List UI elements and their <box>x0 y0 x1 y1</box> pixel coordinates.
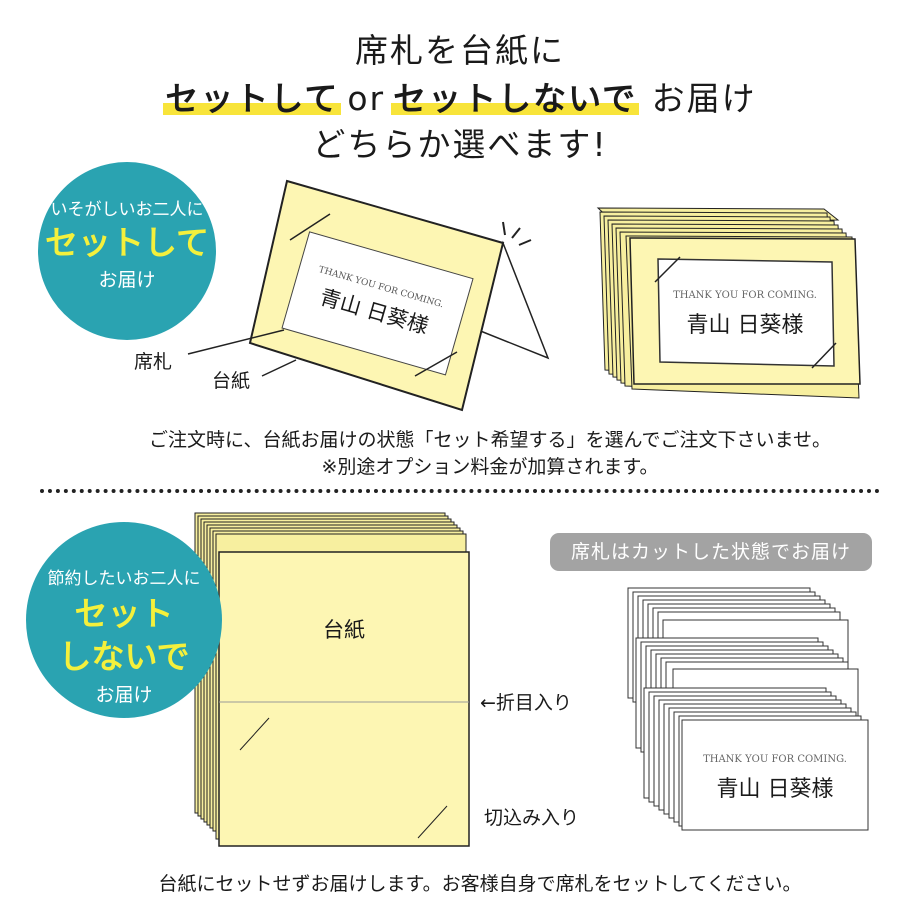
badge-unset-main-1: セット <box>74 594 174 633</box>
option-unset-highlight: セットしないで <box>391 79 640 118</box>
label-place-card: 席札 <box>134 351 173 373</box>
badge-set-top: いそがしいお二人に <box>50 200 204 220</box>
badge-set: いそがしいお二人に セットして お届け <box>38 162 216 340</box>
headline-suffix: お届け <box>651 79 757 118</box>
section-divider <box>40 489 880 493</box>
badge-unset-bottom: お届け <box>95 684 153 707</box>
label-mount: 台紙 <box>212 370 251 392</box>
cut-card-name: 青山 日葵様 <box>717 777 834 802</box>
set-note-line-1: ご注文時に、台紙お届けの状態「セット希望する」を選んでご注文下さいませ。 <box>149 429 831 451</box>
stacked-set-cards: THANK YOU FOR COMING. 青山 日葵様 <box>596 207 861 399</box>
badge-set-main: セットして <box>44 223 209 262</box>
badge-unset: 節約したいお二人に セット しないで お届け <box>26 522 222 718</box>
stack-card-name: 青山 日葵様 <box>687 313 804 338</box>
option-set-highlight: セットして <box>163 79 342 118</box>
badge-unset-top: 節約したいお二人に <box>47 569 201 589</box>
headline-line-1: 席札を台紙に <box>355 31 565 70</box>
set-note-line-2: ※別途オプション料金が加算されます。 <box>321 456 659 478</box>
cut-card-greeting: THANK YOU FOR COMING. <box>703 754 847 765</box>
fold-label: ←折目入り <box>480 692 572 714</box>
cut-state-pill: 席札はカットした状態でお届け <box>550 533 872 571</box>
unset-note: 台紙にセットせずお届けします。お客様自身で席札をセットしてください。 <box>158 873 802 895</box>
or-connector: or <box>347 79 386 118</box>
tent-card-illustration: THANK YOU FOR COMING. 青山 日葵様 THANK YOU F… <box>187 179 861 412</box>
unset-illustration: 台紙 THANK YOU FOR COMING. 青山 日葵様 <box>194 512 869 847</box>
stacked-mounts: 台紙 <box>194 512 470 847</box>
stacked-place-cards <box>627 587 869 831</box>
slit-label: 切込み入り <box>484 807 580 829</box>
badge-unset-main-2: しないで <box>58 636 190 676</box>
stack-card-greeting: THANK YOU FOR COMING. <box>673 290 817 301</box>
headline-line-3: どちらか選べます! <box>312 125 608 164</box>
badge-set-bottom: お届け <box>98 268 156 291</box>
mount-label: 台紙 <box>323 618 365 642</box>
